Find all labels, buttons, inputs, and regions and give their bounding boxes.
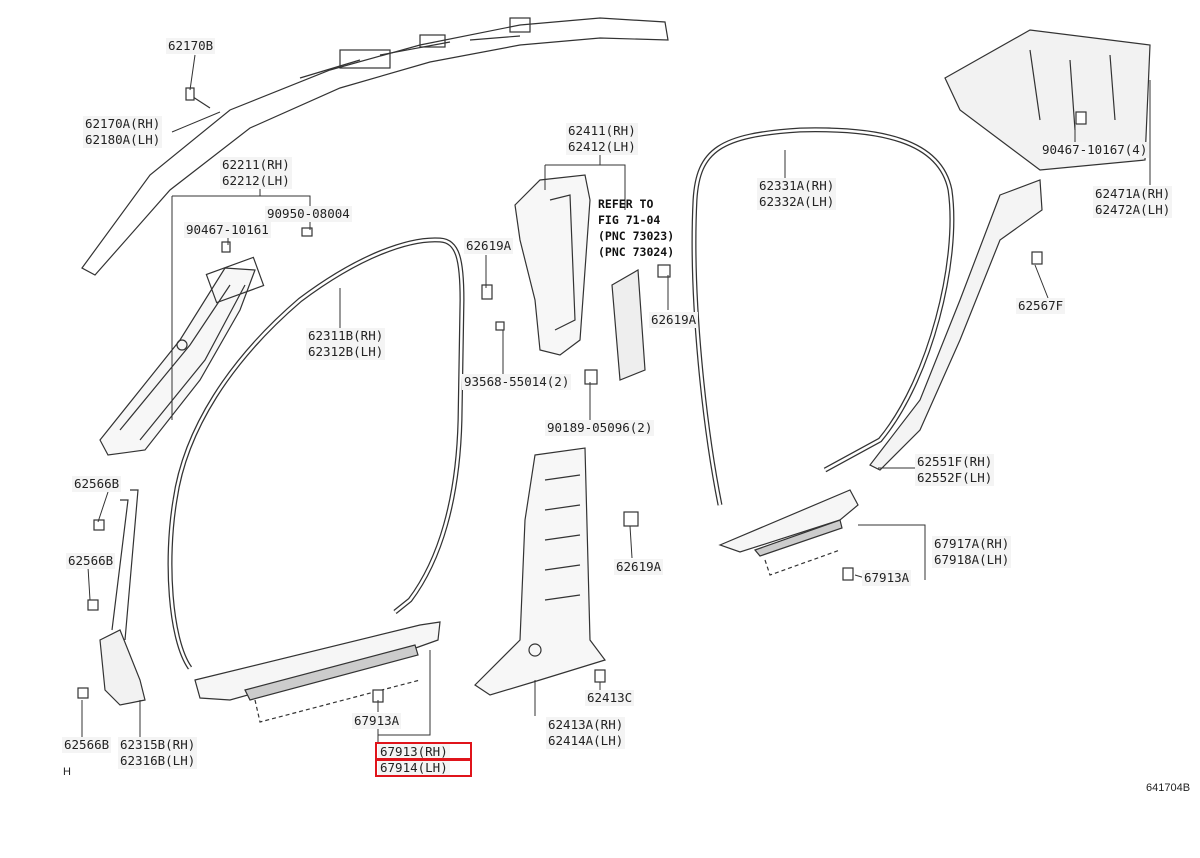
highlight-box-67914 xyxy=(375,758,472,777)
part-62211-rh: 62211(RH) xyxy=(220,157,292,173)
part-62180A-lh: 62180A(LH) xyxy=(83,132,163,148)
part-62566B-top: 62566B xyxy=(72,476,122,492)
b-pillar-lower-drawing xyxy=(474,447,606,696)
part-62412-lh: 62412(LH) xyxy=(566,139,638,155)
highlight-box-67913 xyxy=(375,742,472,761)
curtain-airbag-drawing xyxy=(81,17,669,276)
b-pillar-upper-drawing xyxy=(514,174,646,381)
part-62411-rh: 62411(RH) xyxy=(566,123,638,139)
part-62316B-lh: 62316B(LH) xyxy=(118,753,198,769)
refer-line-3: (PNC 73023) xyxy=(598,229,675,243)
part-62413C: 62413C xyxy=(585,690,635,706)
part-62552F-lh: 62552F(LH) xyxy=(915,470,995,486)
part-62212-lh: 62212(LH) xyxy=(220,173,292,189)
part-62170A-rh: 62170A(RH) xyxy=(83,116,163,132)
part-90950-08004: 90950-08004 xyxy=(265,206,352,222)
figure-id: 641704B xyxy=(1146,782,1191,794)
part-62332A-lh: 62332A(LH) xyxy=(757,194,837,210)
part-67914-lh: 67914(LH) xyxy=(378,760,450,776)
part-62312B-lh: 62312B(LH) xyxy=(306,344,386,360)
corner-marker: H xyxy=(63,766,71,778)
part-67913-rh: 67913(RH) xyxy=(378,744,450,760)
part-90189-05096: 90189-05096(2) xyxy=(545,420,655,436)
part-62619A-lower: 62619A xyxy=(614,559,664,575)
part-62619A-mid: 62619A xyxy=(649,312,699,328)
part-67917A-rh: 67917A(RH) xyxy=(932,536,1012,552)
refer-line-2: FIG 71-04 xyxy=(598,213,661,227)
part-90467-10167: 90467-10167(4) xyxy=(1040,142,1150,158)
part-62414A-lh: 62414A(LH) xyxy=(546,733,626,749)
part-67913A-rear: 67913A xyxy=(862,570,912,586)
front-lower-pillar-drawing xyxy=(99,489,146,706)
refer-line-1: REFER TO xyxy=(598,197,654,211)
part-62619A-upper: 62619A xyxy=(464,238,514,254)
refer-line-4: (PNC 73024) xyxy=(598,245,675,259)
part-62567F: 62567F xyxy=(1016,298,1066,314)
part-62311B-rh: 62311B(RH) xyxy=(306,328,386,344)
a-pillar-trim-drawing xyxy=(99,256,265,456)
part-62413A-rh: 62413A(RH) xyxy=(546,717,626,733)
part-62471A-rh: 62471A(RH) xyxy=(1093,186,1173,202)
part-62551F-rh: 62551F(RH) xyxy=(915,454,995,470)
part-67913A-front: 67913A xyxy=(352,713,402,729)
part-62331A-rh: 62331A(RH) xyxy=(757,178,837,194)
part-93568-55014: 93568-55014(2) xyxy=(462,374,572,390)
leader-lines xyxy=(81,54,1151,744)
part-62566B-mid: 62566B xyxy=(66,553,116,569)
fastener-drawings xyxy=(77,87,1087,703)
part-62170B: 62170B xyxy=(166,38,216,54)
part-62566B-bottom: 62566B xyxy=(62,737,112,753)
front-scuff-plate-drawing xyxy=(194,621,441,723)
c-pillar-trim-drawing xyxy=(869,29,1151,471)
part-67918A-lh: 67918A(LH) xyxy=(932,552,1012,568)
part-62315B-rh: 62315B(RH) xyxy=(118,737,198,753)
rear-scuff-plate-drawing xyxy=(718,489,859,576)
part-90467-10161: 90467-10161 xyxy=(184,222,271,238)
part-62472A-lh: 62472A(LH) xyxy=(1093,202,1173,218)
